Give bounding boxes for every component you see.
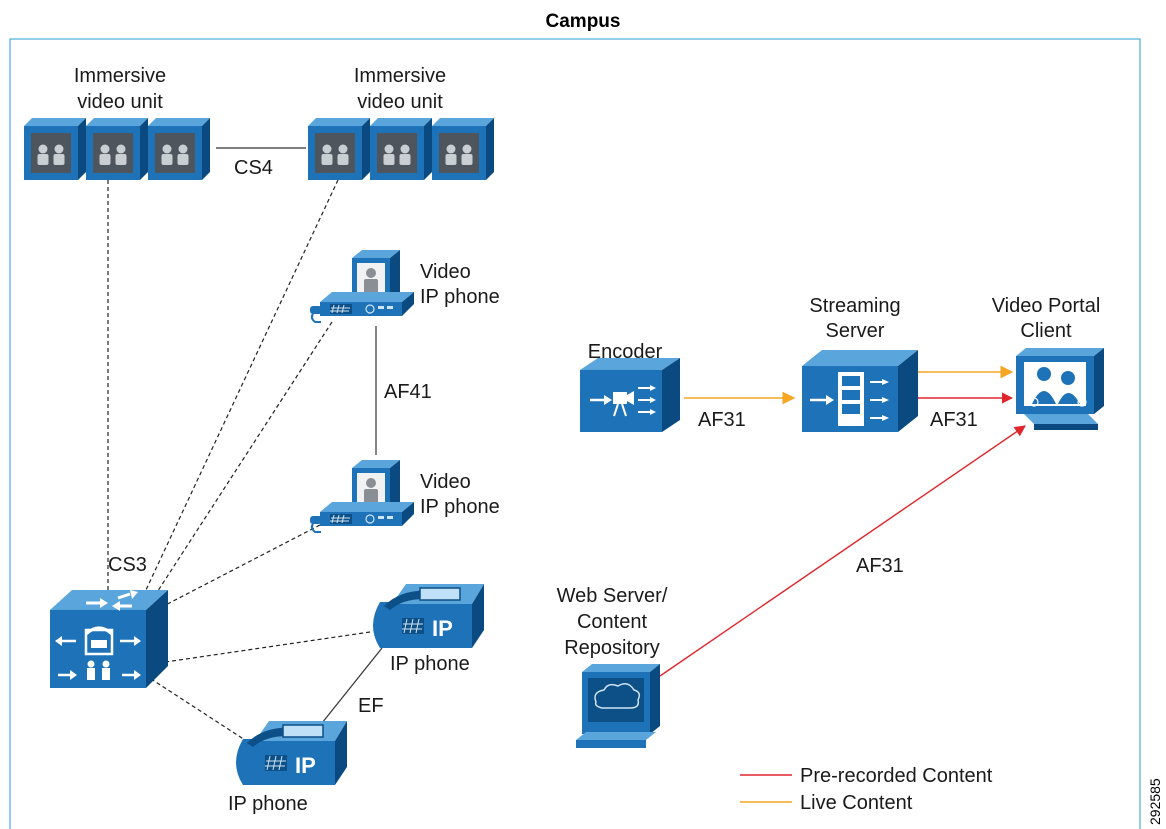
link-label-cs3: CS3 — [108, 554, 147, 576]
ip-phone-icon — [372, 583, 485, 649]
link-label-cs4: CS4 — [234, 157, 273, 179]
web-server: Web Server/ Content Repository — [557, 585, 668, 748]
link-videophone-bottom-switch — [151, 524, 321, 613]
figure-number: 292585 — [1147, 778, 1163, 825]
server-label-2: Server — [826, 320, 885, 342]
ip-phone-bottom: IP phone — [228, 720, 348, 815]
video-portal-client: Video Portal Client — [992, 295, 1104, 430]
immersive-video-unit-icon — [24, 118, 210, 180]
link-web-client-prerecorded — [659, 425, 1026, 677]
web-label-1: Web Server/ — [557, 585, 668, 607]
immersive-right-label-2: video unit — [357, 91, 443, 113]
video-ip-phone-bottom: Video IP phone — [309, 459, 500, 533]
immersive-video-unit-icon — [308, 118, 494, 180]
voice-video-switch-icon — [50, 590, 168, 688]
link-immersive-right-switch — [144, 179, 339, 593]
ip-phone-right-label: IP phone — [390, 653, 470, 675]
video-phone-bottom-label-2: IP phone — [420, 496, 500, 518]
streaming-server-icon — [802, 350, 918, 432]
ip-phone-right: IP phone — [372, 583, 485, 675]
encoder: Encoder — [580, 341, 680, 432]
web-server-icon — [576, 664, 660, 748]
link-ipphone-right-switch — [144, 631, 371, 666]
server-label-1: Streaming — [809, 295, 900, 317]
web-label-2: Content — [577, 611, 647, 633]
video-phone-top-label-2: IP phone — [420, 286, 500, 308]
link-label-af31-server: AF31 — [930, 409, 978, 431]
immersive-right-label-1: Immersive — [354, 65, 446, 87]
video-phone-top-label-1: Video — [420, 261, 471, 283]
legend: Pre-recorded Content Live Content — [740, 765, 993, 814]
link-videophone-top-switch — [151, 321, 333, 601]
immersive-left-label-2: video unit — [77, 91, 163, 113]
video-portal-client-icon — [1016, 348, 1104, 430]
client-label-1: Video Portal — [992, 295, 1101, 317]
link-ipphone-bottom-switch — [144, 674, 246, 741]
client-label-2: Client — [1020, 320, 1072, 342]
immersive-video-unit-right: Immersive video unit — [308, 65, 494, 180]
encoder-label: Encoder — [588, 341, 663, 363]
video-phone-bottom-label-1: Video — [420, 471, 471, 493]
link-label-af31-web: AF31 — [856, 555, 904, 577]
streaming-server: Streaming Server — [802, 295, 918, 432]
video-encoder-icon — [580, 358, 680, 432]
legend-prerecorded-label: Pre-recorded Content — [800, 765, 993, 787]
link-label-ef: EF — [358, 695, 384, 717]
ip-phone-icon — [235, 720, 348, 786]
link-label-af31-encoder: AF31 — [698, 409, 746, 431]
link-label-af41: AF41 — [384, 381, 432, 403]
video-ip-phone-top: Video IP phone — [309, 249, 500, 323]
immersive-video-unit-left: Immersive video unit — [24, 65, 210, 180]
connections — [107, 147, 1026, 741]
video-ip-phone-icon — [309, 459, 415, 533]
immersive-left-label-1: Immersive — [74, 65, 166, 87]
diagram-title: Campus — [546, 11, 621, 32]
link-ef — [317, 647, 383, 729]
web-label-3: Repository — [564, 637, 660, 659]
legend-live-label: Live Content — [800, 792, 913, 814]
campus-boundary — [9, 38, 1141, 829]
video-ip-phone-icon — [309, 249, 415, 323]
ip-phone-bottom-label: IP phone — [228, 793, 308, 815]
